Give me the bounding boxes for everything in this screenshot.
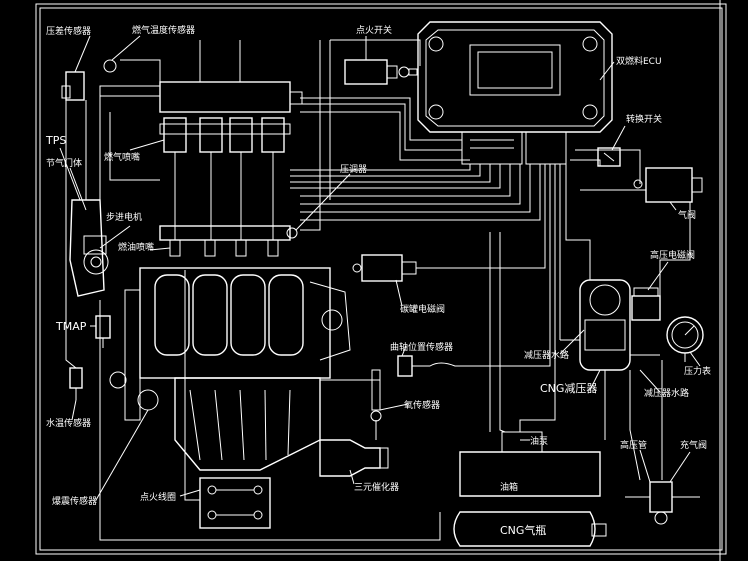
label-knock-sensor: 爆震传感器 [52,495,97,507]
label-ignition-switch: 点火开关 [356,24,392,36]
canister-valve [352,254,417,282]
tmap-sensor [95,315,111,348]
fill-valve [625,481,700,525]
label-oxygen-sensor: 氧传感器 [404,399,440,411]
ignition-coil [199,477,271,529]
label-throttle-body: 节气门体 [46,157,82,169]
frame-inner [39,7,723,551]
label-high-pressure-valve: 高压电磁阀 [650,249,695,261]
fuel-tank [459,431,601,497]
label-tmap: TMAP [55,320,87,333]
ecu [417,21,613,165]
label-pressure-regulator: 压调器 [340,164,367,175]
engine-block [109,267,351,471]
label-ecu: 双燃料ECU [616,55,662,67]
cng-cylinder [453,511,607,547]
label-high-pressure-pipe: 高压管 [620,439,647,451]
gas-injectors [159,117,291,240]
label-ignition-coil: 点火线圈 [140,491,176,503]
ignition-switch [344,40,418,85]
throttle-body [69,199,109,297]
label-cng-cylinder: CNG气瓶 [500,523,546,537]
label-crank-sensor: 曲轴位置传感器 [390,341,453,353]
fuel-rail [159,225,298,257]
label-mode-switch: 转换开关 [626,113,662,125]
pressure-gauge [666,316,704,362]
label-stepper-motor: 步进电机 [106,211,142,223]
label-cng-reducer: CNG减压器 [540,382,597,395]
label-fuel-rail-sensor: 燃气温度传感器 [132,24,195,36]
label-pressure-gauge: 压力表 [684,365,711,377]
catalyst [319,439,389,477]
label-tps: TPS [45,134,66,147]
label-reducer-water-2: 减压器水路 [644,387,689,399]
gas-rail [99,81,303,113]
gas-valve-block [633,167,703,203]
label-fuel-pump: 油泵 [530,435,548,447]
label-pressure-sensor: 压差传感器 [46,25,91,37]
leader-lines [59,35,701,501]
label-gas-valve: 气阀 [678,209,696,221]
coolant-sensor [69,367,83,400]
label-catalyst: 三元催化器 [354,481,399,493]
frame-outer [35,3,727,555]
cng-reducer [560,279,661,371]
pressure-sensor [61,59,117,101]
label-fill-valve: 充气阀 [680,439,707,451]
crank-sensor [397,355,470,377]
mode-switch [597,147,621,167]
labels: 压差传感器 燃气温度传感器 点火开关 双燃料ECU TPS 节气门体 燃气喷嘴 … [45,24,711,537]
label-fuel-tank: 油箱 [500,481,518,493]
wire-harness [65,39,691,541]
label-gas-injector: 燃气喷嘴 [104,151,140,163]
label-fuel-injector: 燃油喷嘴 [118,241,154,253]
label-reducer-water: 减压器水路 [524,349,569,361]
label-canister-valve: 碳罐电磁阀 [400,303,445,315]
label-coolant-sensor: 水温传感器 [46,417,91,429]
